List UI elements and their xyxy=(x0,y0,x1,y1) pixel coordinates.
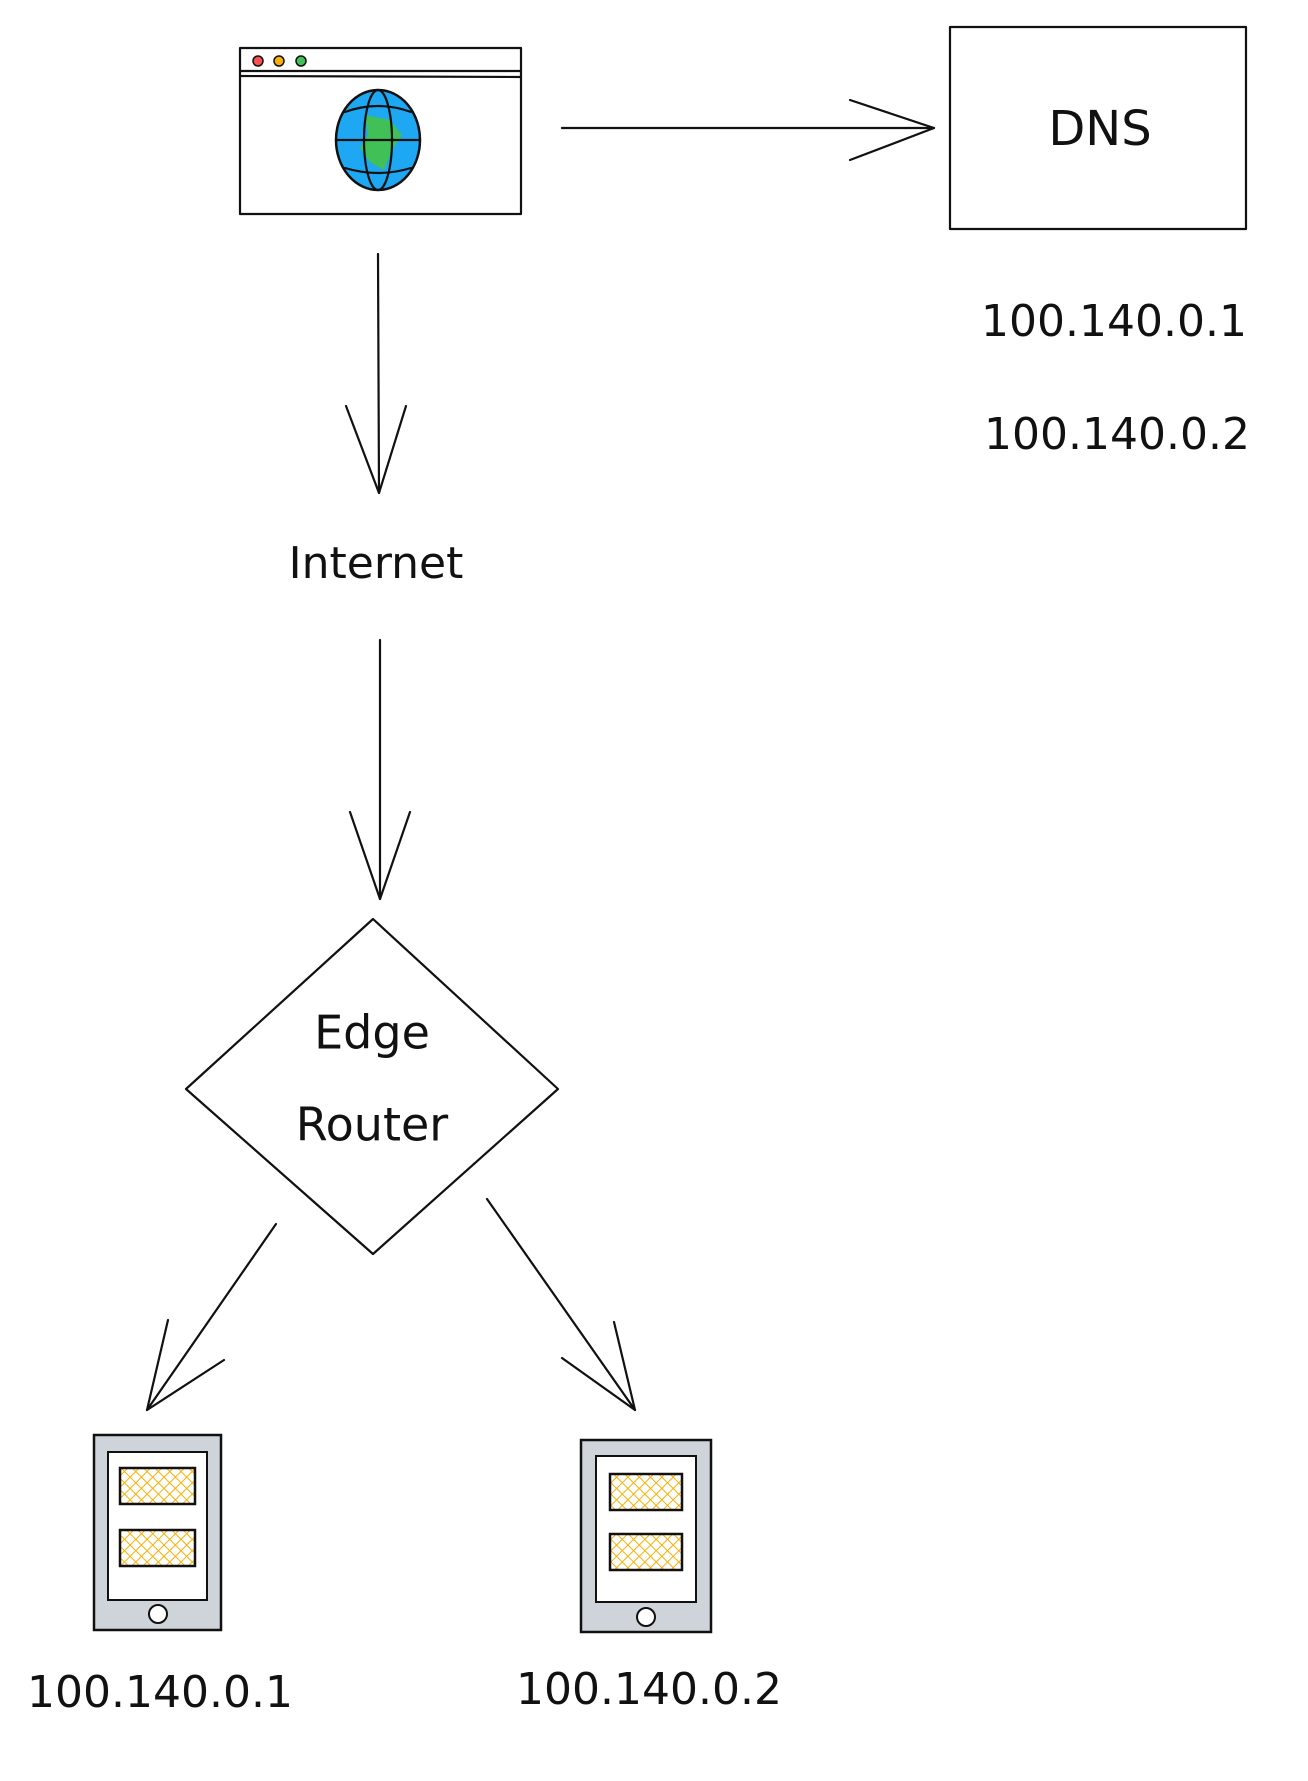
device-1-tablet-icon xyxy=(92,1433,223,1632)
globe-icon xyxy=(334,88,422,192)
arrow-internet-to-router xyxy=(348,638,412,901)
arrow-router-to-device-1 xyxy=(145,1222,278,1412)
dns-record-2: 100.140.0.2 xyxy=(984,409,1250,460)
router-label-line2: Router xyxy=(296,1098,449,1152)
router-label-line1: Edge xyxy=(314,1006,430,1060)
device-2-ip: 100.140.0.2 xyxy=(516,1664,782,1715)
arrow-router-to-device-2 xyxy=(485,1197,637,1412)
device-1-ip: 100.140.0.1 xyxy=(27,1667,293,1718)
browser-window-icon xyxy=(238,46,523,216)
arrow-browser-to-internet xyxy=(344,252,408,495)
dns-server-box: DNS xyxy=(948,25,1248,231)
device-2-tablet-icon xyxy=(579,1438,713,1634)
edge-router-diamond: Edge Router xyxy=(184,917,560,1256)
dns-record-1: 100.140.0.1 xyxy=(981,296,1247,347)
arrow-browser-to-dns xyxy=(560,98,936,162)
internet-label: Internet xyxy=(289,538,464,589)
dns-label: DNS xyxy=(1048,101,1151,157)
